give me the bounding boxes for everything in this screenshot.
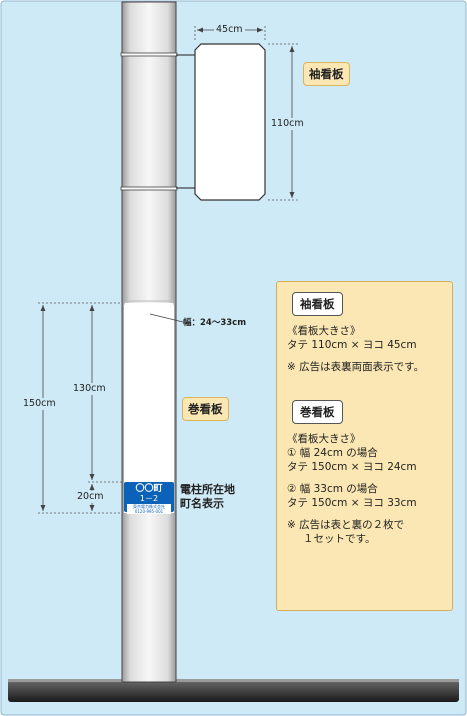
- sode-signboard: [194, 43, 266, 201]
- maki-signboard: [124, 303, 174, 513]
- info-box: 袖看板 《看板大きさ》 タテ 110cm × ヨコ 45cm ※ 広告は表裏両面…: [276, 281, 453, 611]
- maki-height-label: 130cm: [72, 383, 107, 395]
- area-address-sign: 〇〇町 1－2 東京電力株式会社 0120-995-001: [124, 482, 174, 514]
- info-sode-size: タテ 110cm × ヨコ 45cm: [287, 339, 417, 351]
- maki-base-label: 20cm: [76, 491, 105, 503]
- ground: [8, 680, 459, 702]
- maki-width-label: 幅：24～33cm: [183, 318, 247, 328]
- area-sign-company: 東京電力株式会社 0120-995-001: [127, 504, 171, 514]
- info-sode-note: ※ 広告は表裏両面表示です。: [287, 361, 425, 373]
- info-maki-case1-size: タテ 150cm × ヨコ 24cm: [287, 461, 417, 473]
- maki-total-arrow-bottom: [40, 505, 46, 511]
- info-maki-case2-size: タテ 150cm × ヨコ 33cm: [287, 497, 417, 509]
- sode-width-arrow-left: [197, 27, 203, 33]
- maki-signboard-top-edge: [123, 300, 175, 306]
- info-maki-case2-title: ② 幅 33cm の場合: [287, 483, 378, 495]
- sode-height-arrow-top: [289, 46, 295, 52]
- area-sign-caption-2: 町名表示: [180, 497, 224, 510]
- sode-height-arrow-bottom: [289, 192, 295, 198]
- sode-tag: 袖看板: [303, 62, 350, 86]
- area-sign-caption-1: 電柱所在地: [180, 483, 235, 496]
- maki-tag: 巻看板: [182, 397, 229, 421]
- info-sode-size-heading: 《看板大きさ》: [287, 325, 361, 337]
- area-sign-number: 1－2: [139, 494, 159, 503]
- info-maki-title: 巻看板: [292, 400, 343, 424]
- sode-height-label: 110cm: [270, 118, 305, 130]
- mount-band-bottom: [120, 186, 178, 191]
- maki-base-arrow-top: [89, 484, 95, 490]
- sode-width-label: 45cm: [214, 24, 245, 35]
- maki-total-arrow-top: [40, 305, 46, 311]
- maki-height-arrow-top: [89, 305, 95, 311]
- maki-height-arrow-bottom: [89, 474, 95, 480]
- info-maki-size-heading: 《看板大きさ》: [287, 433, 361, 445]
- sode-width-arrow-right: [257, 27, 263, 33]
- maki-total-label: 150cm: [22, 398, 57, 410]
- maki-base-arrow-bottom: [89, 505, 95, 511]
- mount-band-top: [120, 52, 178, 57]
- info-maki-note-1: ※ 広告は表と裏の２枚で: [287, 519, 405, 531]
- ground-edge: [8, 679, 459, 682]
- info-maki-case1-title: ① 幅 24cm の場合: [287, 447, 378, 459]
- area-sign-town: 〇〇町: [135, 484, 163, 494]
- info-sode-title: 袖看板: [292, 292, 343, 316]
- info-maki-note-2: １セットです。: [303, 533, 376, 545]
- maki-width-leader: [149, 313, 184, 323]
